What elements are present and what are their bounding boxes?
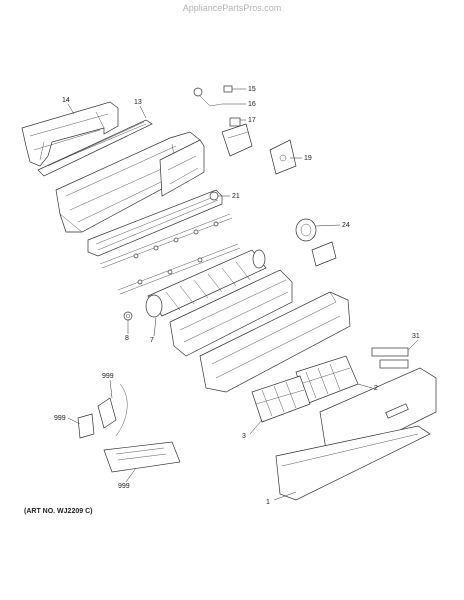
callout-19: 19 (304, 155, 312, 162)
callout-999-hose: 999 (102, 373, 114, 380)
part-17-connector[interactable] (229, 117, 241, 127)
part-3-filter[interactable] (251, 375, 311, 423)
part-cabinet-frame[interactable] (199, 291, 351, 393)
part-13-top-grille[interactable] (37, 119, 153, 177)
callout-14: 14 (62, 97, 70, 104)
part-999-bracket[interactable] (77, 413, 95, 439)
part-evaporator-coil[interactable] (169, 269, 293, 357)
art-number-label: (ART NO. WJ2209 C) (24, 508, 93, 515)
part-15-sensor[interactable] (223, 85, 233, 93)
callout-13: 13 (134, 99, 142, 106)
callout-17: 17 (248, 117, 256, 124)
callout-7: 7 (150, 337, 154, 344)
part-14-mounting-plate[interactable] (21, 101, 119, 167)
part-stepper-motor[interactable] (221, 123, 253, 157)
callout-31: 31 (412, 333, 420, 340)
part-16-thermistor[interactable] (193, 87, 223, 107)
callout-21: 21 (232, 193, 240, 200)
part-drain-tray[interactable] (87, 189, 223, 257)
callout-15: 15 (248, 86, 256, 93)
part-999-manual[interactable] (103, 441, 181, 473)
part-8-bearing[interactable] (123, 311, 133, 321)
part-999-hose[interactable] (97, 383, 128, 437)
part-24-fan-motor[interactable] (295, 218, 337, 267)
part-7-blower-wheel[interactable] (145, 249, 267, 318)
part-chassis-frame[interactable] (55, 131, 205, 233)
callout-999-bracket: 999 (54, 415, 66, 422)
watermark-text: AppliancePartsPros.com (182, 3, 282, 13)
part-31-display-board[interactable] (371, 347, 409, 369)
part-19-control-cover[interactable] (269, 139, 297, 175)
callout-24: 24 (342, 222, 350, 229)
leader-lines (67, 88, 419, 501)
callout-3: 3 (242, 433, 246, 440)
part-1-front-cover[interactable] (275, 425, 431, 501)
part-21-bushing[interactable] (209, 191, 219, 201)
part-louver-assembly[interactable] (99, 213, 241, 295)
callout-16: 16 (248, 101, 256, 108)
callout-1: 1 (266, 499, 270, 506)
callout-8: 8 (125, 335, 129, 342)
callout-2: 2 (374, 385, 378, 392)
callout-labels: 14 13 15 16 17 19 21 24 8 7 31 2 3 1 999… (54, 86, 420, 506)
callout-999-manual: 999 (118, 483, 130, 490)
